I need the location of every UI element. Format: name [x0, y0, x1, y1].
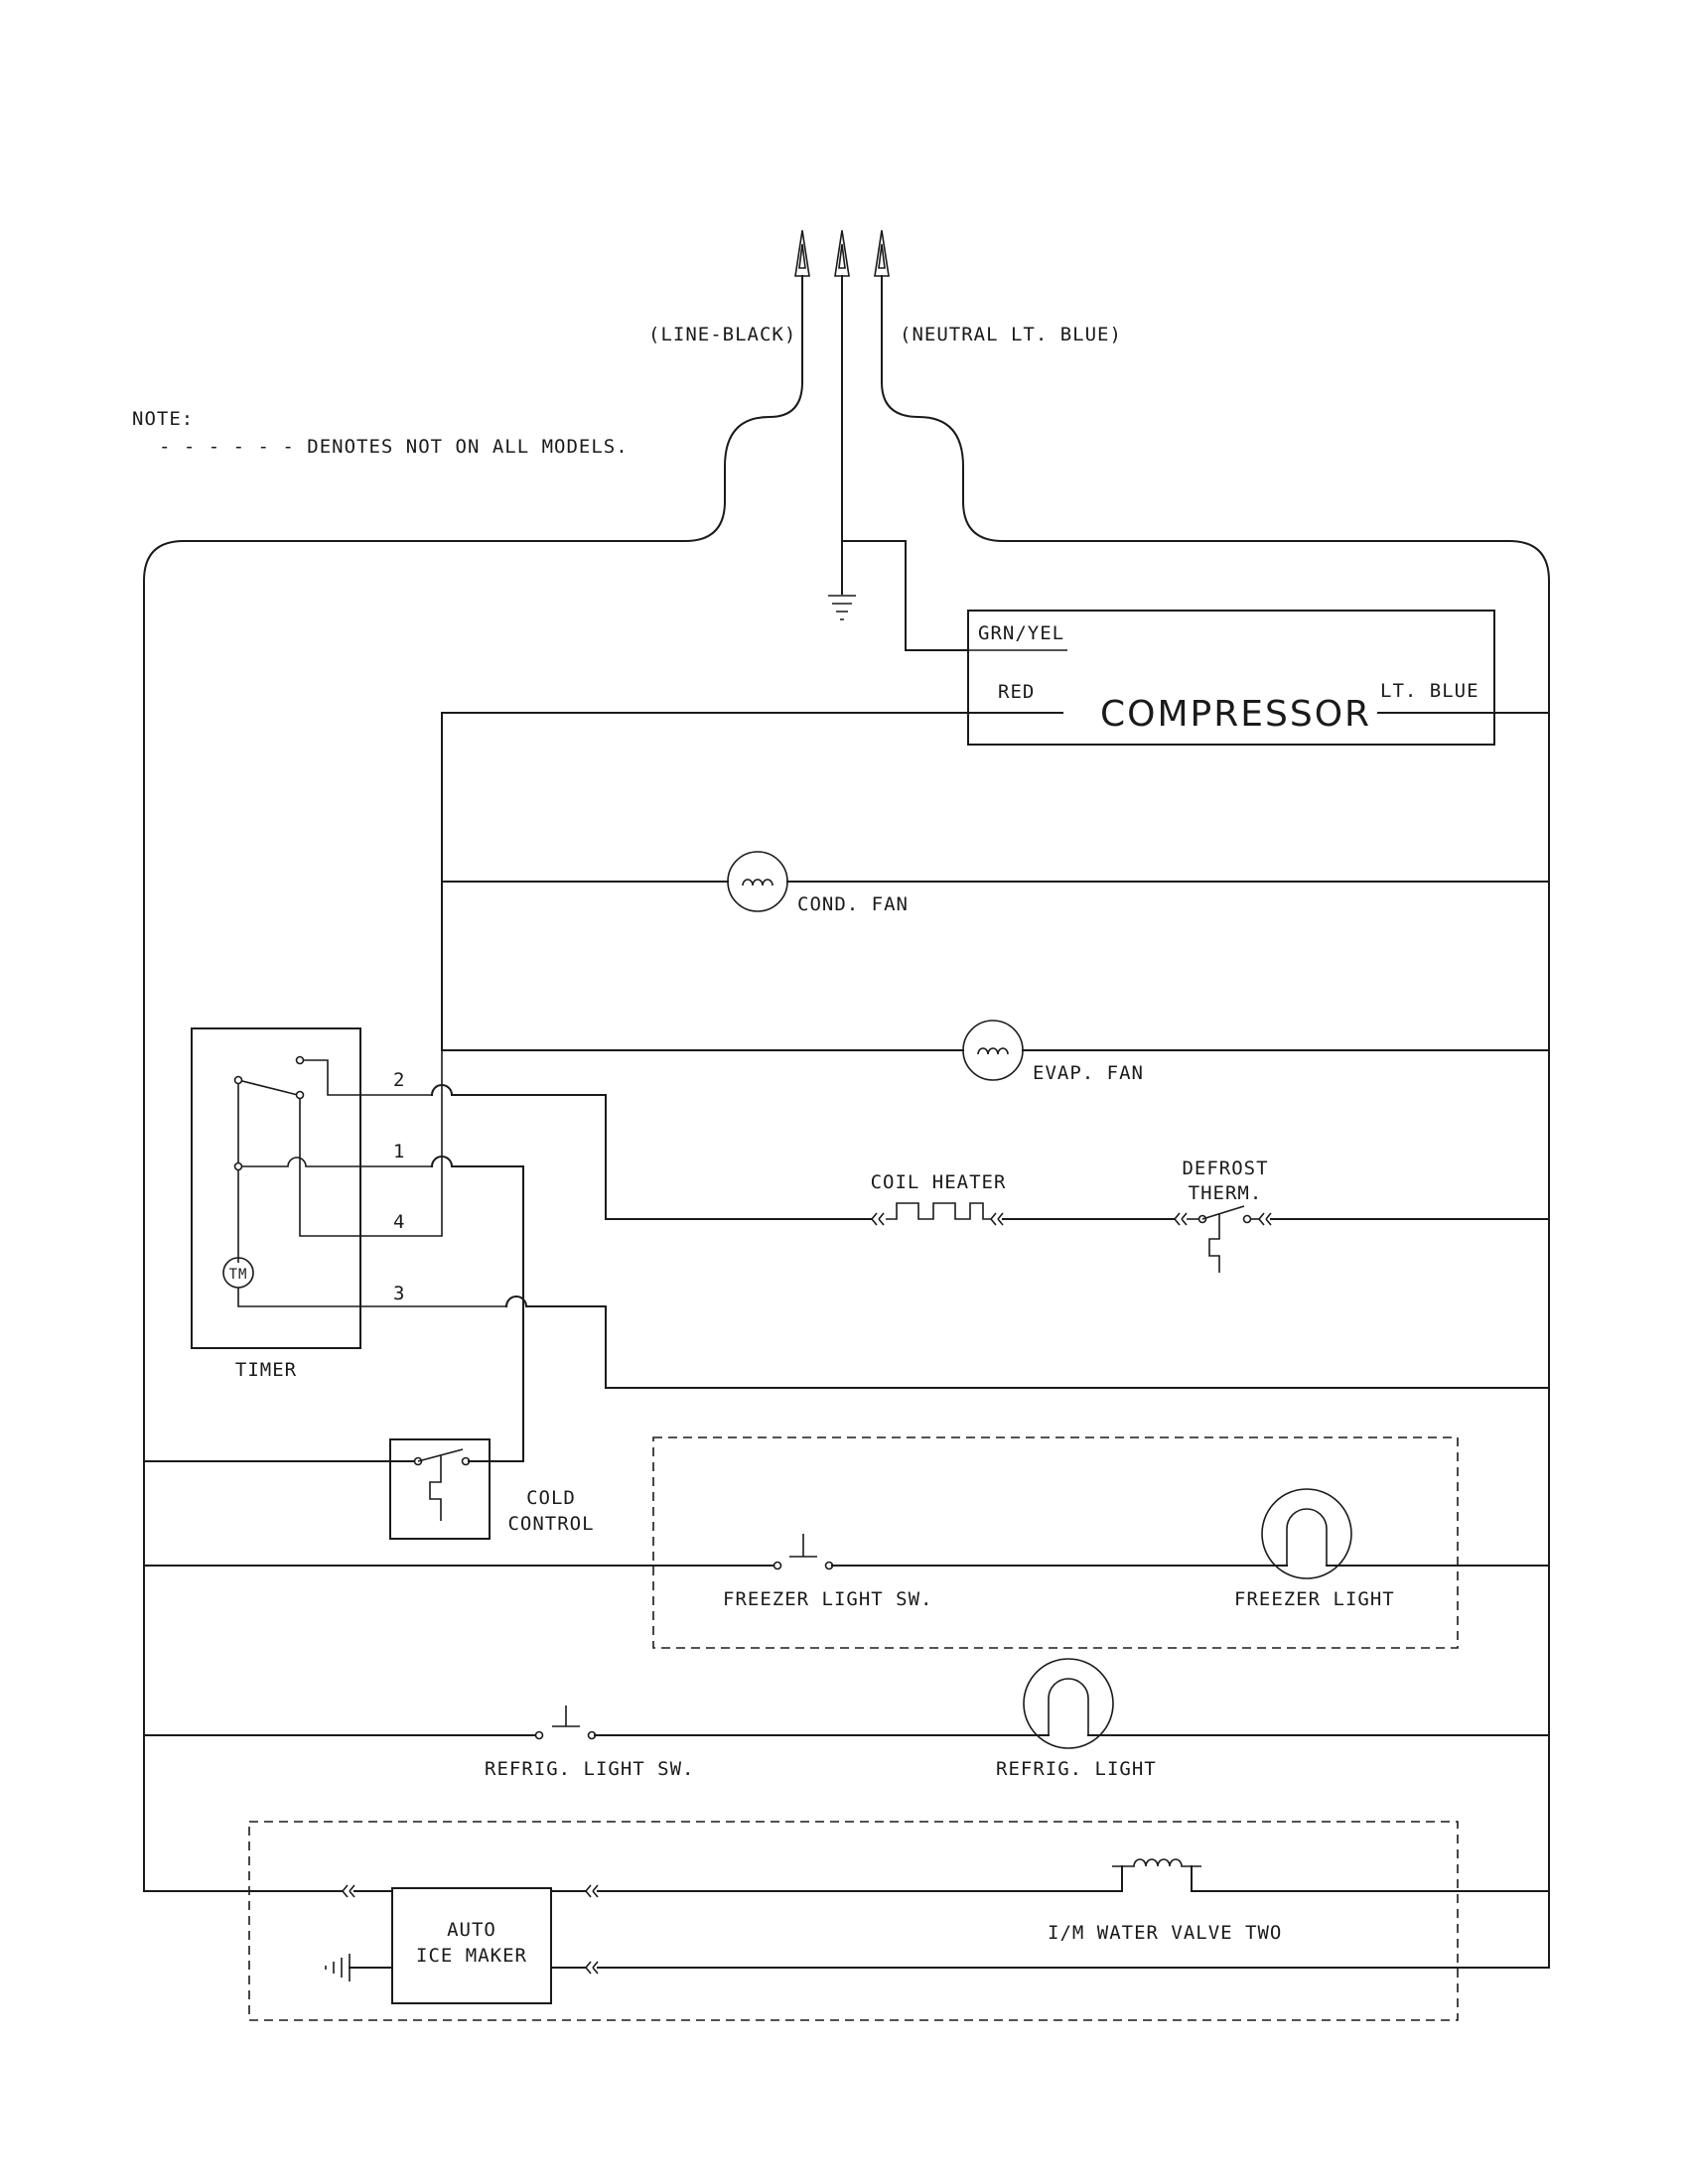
refrig-light-bulb-icon [1023, 1658, 1114, 1749]
coil-heater-label: COIL HEATER [871, 1171, 1007, 1193]
timer-terminal-3: 3 [393, 1283, 405, 1304]
compressor-blue-label: LT. BLUE [1380, 680, 1479, 702]
refrig-light-group: REFRIG. LIGHT SW. REFRIG. LIGHT [143, 1658, 1550, 1780]
water-valve-label: I/M WATER VALVE TWO [1048, 1922, 1282, 1944]
cold-control: COLD CONTROL [143, 1438, 594, 1540]
timer-motor-label: TM [229, 1267, 248, 1283]
ice-maker-label-1: AUTO [447, 1919, 496, 1941]
timer-terminal-1: 1 [393, 1141, 405, 1162]
ice-maker-group: AUTO ICE MAKER I/M WATER VALVE TWO [248, 1821, 1550, 2021]
freezer-light-group: FREEZER LIGHT SW. FREEZER LIGHT [143, 1436, 1550, 1649]
freezer-light-sw-label: FREEZER LIGHT SW. [723, 1588, 932, 1610]
compressor-title: COMPRESSOR [1100, 694, 1371, 735]
timer-terminal-2: 2 [393, 1069, 405, 1091]
defrost-thermostat: DEFROST THERM. [1174, 1158, 1550, 1273]
cold-control-label-1: COLD [526, 1487, 576, 1509]
power-cord [143, 229, 1550, 1969]
defrost-therm-label-2: THERM. [1189, 1182, 1263, 1204]
freezer-light-label: FREEZER LIGHT [1234, 1588, 1395, 1610]
refrig-light-sw-label: REFRIG. LIGHT SW. [485, 1758, 694, 1780]
cond-fan: COND. FAN [441, 851, 1550, 915]
defrost-therm-label-1: DEFROST [1182, 1158, 1268, 1179]
note-legend: - - - - - - DENOTES NOT ON ALL MODELS. [159, 436, 629, 458]
compressor-red-label: RED [998, 681, 1035, 703]
compressor: GRN/YEL RED LT. BLUE COMPRESSOR [441, 610, 1550, 746]
note-heading: NOTE: [132, 408, 194, 430]
neutral-label: (NEUTRAL LT. BLUE) [900, 324, 1122, 345]
timer-wiring [430, 1084, 1550, 1462]
timer-terminal-4: 4 [393, 1211, 405, 1233]
compressor-ground-label: GRN/YEL [978, 622, 1064, 644]
coil-heater: COIL HEATER [871, 1171, 1176, 1226]
freezer-light-bulb-icon [1261, 1488, 1352, 1579]
line-black-label: (LINE-BLACK) [648, 324, 796, 345]
timer-label: TIMER [235, 1359, 297, 1381]
note: NOTE: - - - - - - DENOTES NOT ON ALL MOD… [132, 408, 629, 458]
cond-fan-label: COND. FAN [797, 893, 909, 915]
ice-maker-label-2: ICE MAKER [416, 1945, 527, 1967]
cold-control-label-2: CONTROL [507, 1513, 594, 1535]
evap-fan-label: EVAP. FAN [1033, 1062, 1144, 1084]
timer: TIMER TM 2 1 4 3 [191, 1027, 506, 1381]
refrig-light-label: REFRIG. LIGHT [996, 1758, 1157, 1780]
evap-fan: EVAP. FAN [441, 1020, 1550, 1084]
